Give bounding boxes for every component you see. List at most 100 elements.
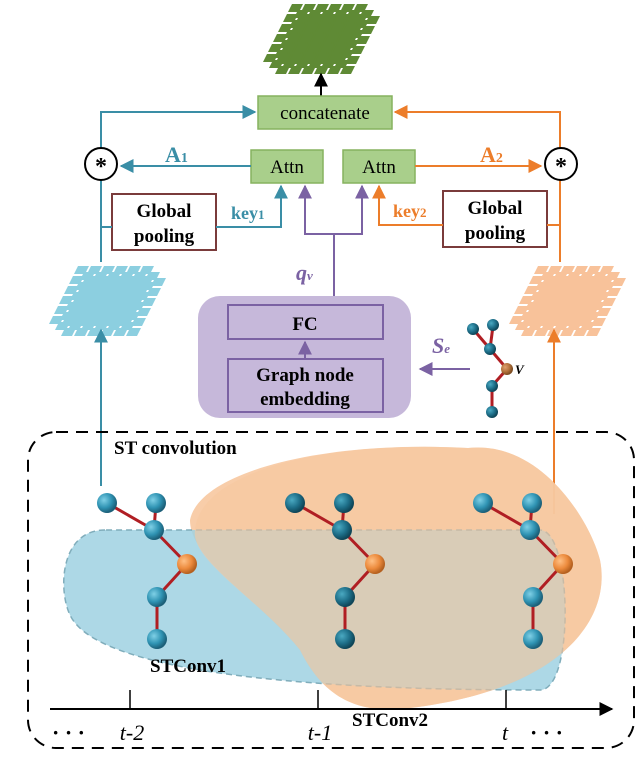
joint-node xyxy=(473,493,493,513)
output-tensor-cell xyxy=(301,4,316,12)
orange-tensor-cell xyxy=(581,276,596,284)
orange-tensor-cell xyxy=(566,306,581,314)
output-tensor-cell xyxy=(299,34,314,42)
teal-tensor-cell xyxy=(49,316,64,324)
output-tensor-cell xyxy=(335,14,350,22)
teal-tensor-cell xyxy=(134,276,149,284)
teal-tensor-cell xyxy=(139,266,154,274)
teal-tensor-cell xyxy=(113,266,128,274)
orange-tensor-cell xyxy=(594,276,609,284)
joint-node xyxy=(147,629,167,649)
teal-tensor-cell xyxy=(64,286,79,294)
graph-node-embedding-box xyxy=(227,358,384,413)
output-tensor-cell xyxy=(328,54,343,62)
orange-tensor-cell xyxy=(532,296,547,304)
attn-right-label: Attn xyxy=(362,157,396,178)
joint-node xyxy=(523,587,543,607)
stconv1-label: STConv1 xyxy=(150,656,226,677)
teal-tensor-cell xyxy=(88,316,103,324)
output-tensor-cell xyxy=(338,34,353,42)
center-joint-node xyxy=(365,554,385,574)
output-tensor-cell xyxy=(348,14,363,22)
orange-tensor-cell xyxy=(509,316,524,324)
orange-tensor-cell xyxy=(550,286,565,294)
ellipsis-right: · · · xyxy=(530,720,563,745)
joint-node xyxy=(335,629,355,649)
global-pooling-left-line2: pooling xyxy=(134,226,195,247)
output-tensor-cell xyxy=(283,14,298,22)
orange-tensor-cell xyxy=(522,316,537,324)
teal-tensor-cell xyxy=(116,286,131,294)
teal-path-to-concat xyxy=(100,105,257,262)
orange-tensor-cell xyxy=(527,306,542,314)
output-tensor-cell xyxy=(340,4,355,12)
output-tensor-cell xyxy=(343,24,358,32)
a2-label: A2 xyxy=(480,142,503,167)
qv-arrow-right xyxy=(334,184,369,235)
teal-tensor-cell xyxy=(74,266,89,274)
center-joint-node xyxy=(553,554,573,574)
orange-tensor-cell xyxy=(584,296,599,304)
attn-left-label: Attn xyxy=(270,157,304,178)
concatenate-label: concatenate xyxy=(280,103,370,124)
output-tensor-cell xyxy=(307,44,322,52)
teal-tensor-cell xyxy=(103,286,118,294)
teal-tensor-cell xyxy=(121,276,136,284)
teal-tensor-cell xyxy=(100,266,115,274)
teal-tensor-cell xyxy=(95,276,110,284)
multiply-left-node xyxy=(84,147,118,181)
output-tensor xyxy=(263,4,380,74)
output-tensor-cell xyxy=(325,34,340,42)
stconv2-label: STConv2 xyxy=(352,710,428,731)
output-tensor-cell xyxy=(330,24,345,32)
joint-node xyxy=(334,493,354,513)
output-tensor-cell xyxy=(317,24,332,32)
output-tensor-cell xyxy=(281,44,296,52)
orange-tensor-cell xyxy=(540,306,555,314)
orange-tensor-cell xyxy=(558,296,573,304)
orange-tensor-cell xyxy=(561,316,576,324)
teal-tensor-cell xyxy=(101,316,116,324)
output-tensor-cell xyxy=(289,54,304,62)
output-tensor-cell xyxy=(353,4,368,12)
teal-tensor-cell xyxy=(85,296,100,304)
orange-path-to-concat xyxy=(393,105,561,262)
orange-tensor-cell xyxy=(535,316,550,324)
output-tensor-cell xyxy=(286,34,301,42)
graph-node-embedding-line2: embedding xyxy=(260,389,350,410)
qv-label: qv xyxy=(296,260,313,285)
output-tensor-cell xyxy=(268,44,283,52)
joint-node xyxy=(522,493,542,513)
small-graph-node xyxy=(484,343,496,355)
teal-tensor-cell xyxy=(80,306,95,314)
global-pooling-right-line2: pooling xyxy=(465,223,526,244)
joint-node xyxy=(523,629,543,649)
center-joint-node xyxy=(177,554,197,574)
stconv2-feature-tensor xyxy=(509,266,626,336)
orange-tensor-cell xyxy=(563,286,578,294)
joint-node xyxy=(332,520,352,540)
teal-tensor-cell xyxy=(87,266,102,274)
small-graph-node xyxy=(467,323,479,335)
orange-tensor-cell xyxy=(573,266,588,274)
skeleton-graphs xyxy=(97,493,573,649)
output-tensor-cell xyxy=(315,54,330,62)
global-pooling-right-box xyxy=(442,190,548,248)
output-tensor-cell xyxy=(296,14,311,22)
global-pooling-left-line1: Global xyxy=(137,201,192,222)
teal-tensor-cell xyxy=(59,296,74,304)
multiply-right-node xyxy=(544,147,578,181)
orange-tensor-cell xyxy=(574,316,589,324)
joint-node xyxy=(285,493,305,513)
orange-tensor-cell xyxy=(599,266,614,274)
orange-tensor-cell xyxy=(571,296,586,304)
orange-tensor-cell xyxy=(568,276,583,284)
small-graph-node xyxy=(487,319,499,331)
output-tensor-cell xyxy=(333,44,348,52)
orange-tensor-cell xyxy=(553,306,568,314)
output-tensor-cell xyxy=(278,24,293,32)
small-graph-node-v xyxy=(501,363,513,375)
orange-tensor-cell xyxy=(545,296,560,304)
ellipsis-left: · · · xyxy=(52,720,85,745)
teal-tensor-cell xyxy=(98,296,113,304)
